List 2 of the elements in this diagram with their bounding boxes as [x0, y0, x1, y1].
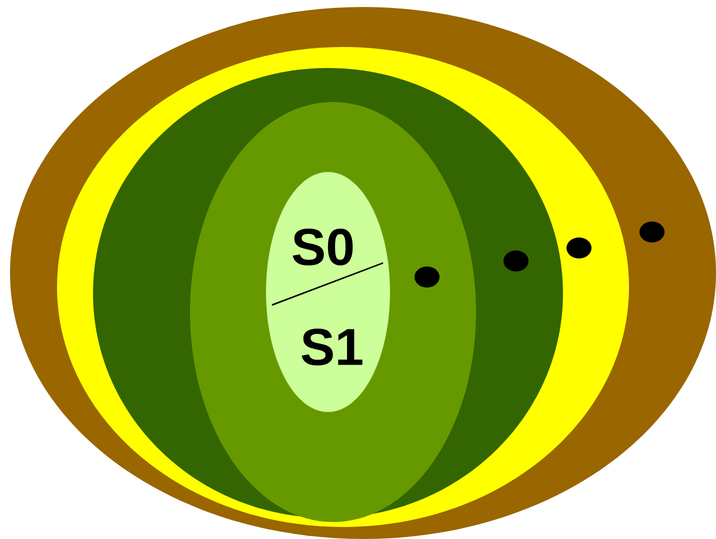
label: S0: [292, 228, 353, 266]
label: S1: [302, 328, 362, 366]
